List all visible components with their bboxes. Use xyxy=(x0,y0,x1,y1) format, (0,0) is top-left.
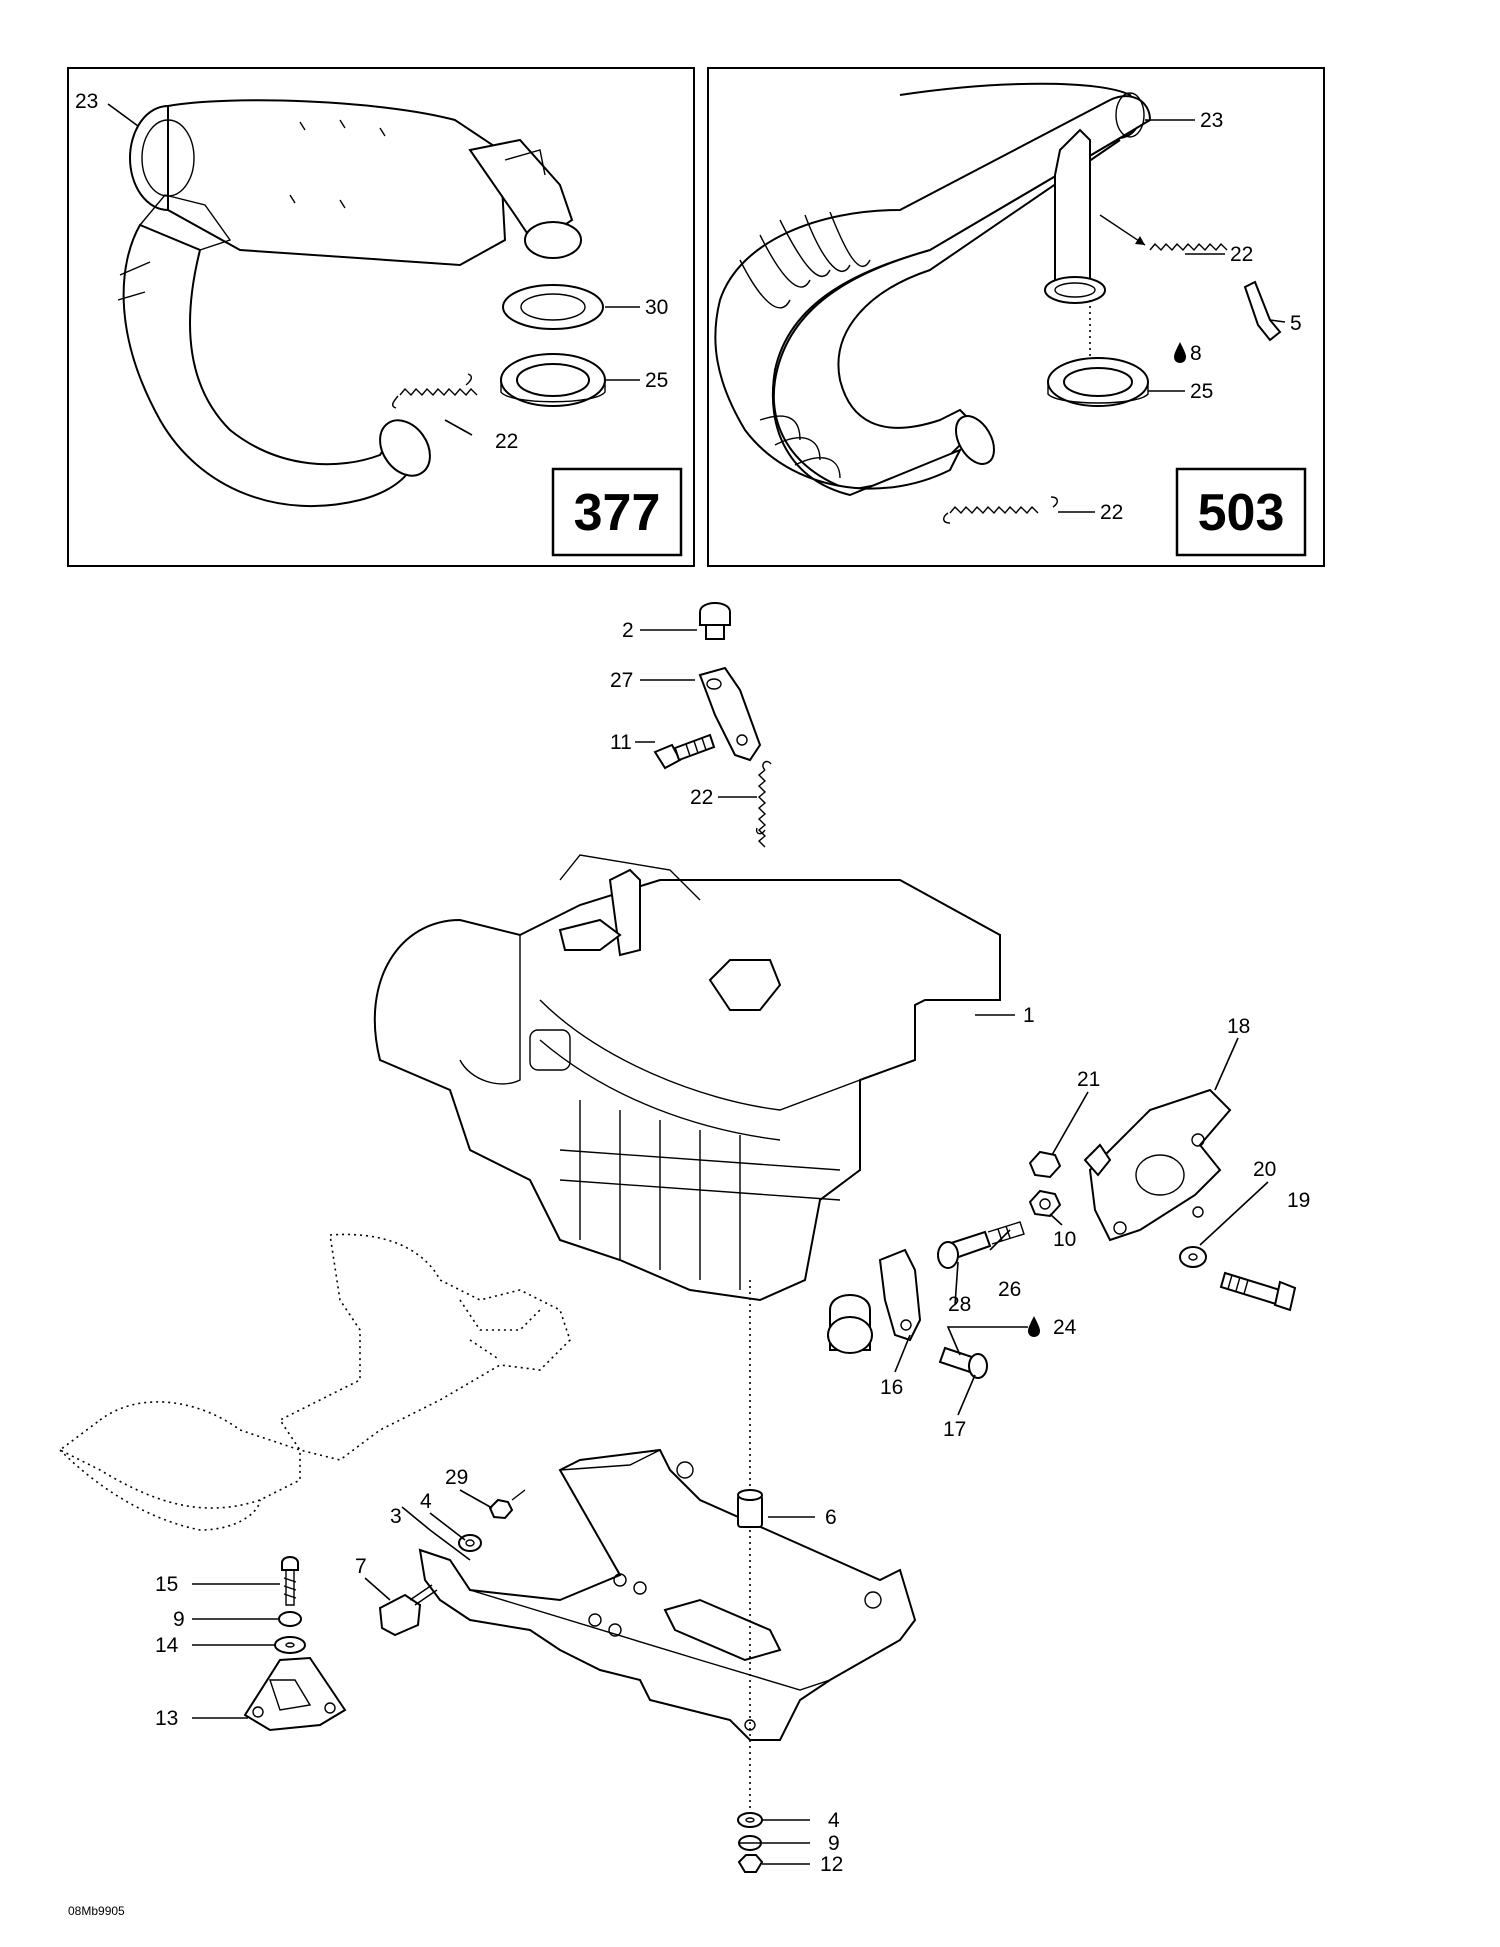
callout-24: 24 xyxy=(1053,1316,1077,1339)
seal-ring-30 xyxy=(502,284,604,330)
cap-2 xyxy=(699,602,731,640)
nut-12 xyxy=(737,1854,764,1873)
model-number-503: 503 xyxy=(1198,484,1285,542)
callout-22: 22 xyxy=(1100,501,1123,524)
model-number-377: 377 xyxy=(574,484,661,542)
callout-26: 26 xyxy=(998,1278,1021,1301)
callout-10: 10 xyxy=(1053,1228,1076,1251)
bolt-11 xyxy=(653,733,716,770)
callout-9: 9 xyxy=(173,1608,185,1631)
dotted-exhaust-manifold xyxy=(58,1233,571,1531)
bolt-19 xyxy=(1219,1271,1297,1312)
callout-22: 22 xyxy=(495,430,518,453)
model-box-377: 377 xyxy=(551,467,683,557)
threadlocker-drop-icon xyxy=(1028,1316,1040,1337)
callout-23: 23 xyxy=(1200,109,1223,132)
stud-26-28 xyxy=(937,1221,1025,1269)
callout-9: 9 xyxy=(828,1832,840,1855)
bracket-5 xyxy=(1243,280,1282,342)
callout-27: 27 xyxy=(610,669,633,692)
muffler-377 xyxy=(129,99,582,267)
callout-3: 3 xyxy=(390,1505,402,1528)
lock-washer-9-left xyxy=(278,1611,302,1627)
callout-22: 22 xyxy=(690,786,713,809)
callout-30: 30 xyxy=(645,296,668,319)
callout-16: 16 xyxy=(880,1376,903,1399)
model-box-503: 503 xyxy=(1175,467,1307,557)
callout-7: 7 xyxy=(355,1555,367,1578)
callout-28: 28 xyxy=(948,1293,971,1316)
callout-1: 1 xyxy=(1023,1004,1035,1027)
panel-503-frame xyxy=(707,67,1325,567)
drawing-code: 08Mb9905 xyxy=(68,1904,125,1918)
exhaust-pipe-377 xyxy=(117,194,431,508)
callout-14: 14 xyxy=(155,1634,179,1657)
leader-lines xyxy=(107,103,1286,1865)
spacer-6 xyxy=(737,1489,763,1528)
callout-15: 15 xyxy=(155,1573,178,1596)
screw-17 xyxy=(938,1346,988,1379)
seal-25-right xyxy=(1047,357,1149,407)
callout-2: 2 xyxy=(622,619,634,642)
callout-4: 4 xyxy=(828,1809,840,1832)
spring-22-upper-right xyxy=(1099,214,1228,252)
seal-25-left xyxy=(500,353,606,407)
nut-10 xyxy=(1028,1189,1062,1218)
callout-13: 13 xyxy=(155,1707,178,1730)
mount-13 xyxy=(243,1656,347,1732)
washer-4-lower xyxy=(737,1812,763,1828)
stud-7 xyxy=(378,1584,438,1637)
callout-29: 29 xyxy=(445,1466,468,1489)
callout-22: 22 xyxy=(1230,243,1253,266)
tuned-pipe-503 xyxy=(714,82,1152,497)
lubricant-drop-icon xyxy=(1174,342,1186,363)
nut-21 xyxy=(1028,1150,1062,1179)
washer-20 xyxy=(1179,1246,1207,1268)
callout-25: 25 xyxy=(1190,380,1213,403)
callout-17: 17 xyxy=(943,1418,966,1441)
callout-23: 23 xyxy=(75,90,98,113)
callout-8: 8 xyxy=(1190,342,1202,365)
callout-18: 18 xyxy=(1227,1015,1250,1038)
callout-labels: 23 30 25 22 23 22 5 8 25 22 2 27 11 22 1… xyxy=(75,90,1310,1876)
spring-22-left xyxy=(391,373,478,409)
callout-11: 11 xyxy=(610,731,632,754)
engine-1 xyxy=(373,854,1001,1354)
bracket-27 xyxy=(698,666,762,762)
callout-12: 12 xyxy=(820,1853,843,1876)
nut-29 xyxy=(488,1489,526,1520)
panel-377-frame xyxy=(67,67,695,567)
callout-19: 19 xyxy=(1287,1189,1310,1212)
bolt-15 xyxy=(281,1556,299,1606)
washer-14 xyxy=(274,1636,306,1654)
callout-21: 21 xyxy=(1077,1068,1100,1091)
callout-5: 5 xyxy=(1290,312,1302,335)
exhaust-flange-18 xyxy=(1083,1088,1232,1242)
bracket-16 xyxy=(878,1248,922,1342)
callout-4: 4 xyxy=(420,1490,432,1513)
lock-washer-9-lower xyxy=(738,1835,762,1851)
callout-6: 6 xyxy=(825,1506,837,1529)
callout-20: 20 xyxy=(1253,1158,1276,1181)
spring-22-middle xyxy=(755,760,772,848)
callout-25: 25 xyxy=(645,369,668,392)
spring-22-lower-right xyxy=(943,496,1058,524)
engine-mount-plate-3 xyxy=(418,1448,917,1741)
